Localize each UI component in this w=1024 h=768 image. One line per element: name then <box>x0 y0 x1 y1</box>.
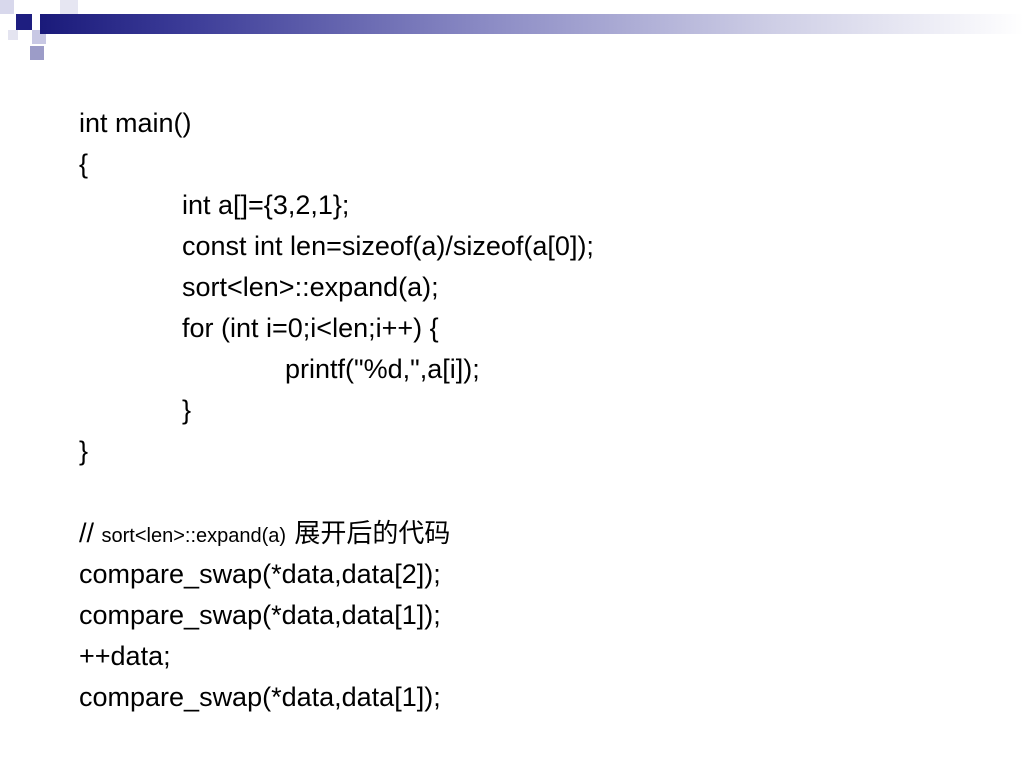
code-line: int a[]={3,2,1}; <box>182 190 350 220</box>
expanded-line: compare_swap(*data,data[1]); <box>79 682 441 712</box>
expanded-line: compare_swap(*data,data[1]); <box>79 600 441 630</box>
comment-prefix: // <box>79 518 102 548</box>
code-line: for (int i=0;i<len;i++) { <box>182 313 439 343</box>
code-line: printf("%d,",a[i]); <box>285 354 480 384</box>
decorative-square <box>30 46 44 60</box>
comment-code: sort<len>::expand(a) <box>101 525 287 547</box>
code-line: } <box>79 436 89 466</box>
comment-note: 展开后的代码 <box>286 519 451 549</box>
decorative-square <box>60 0 78 18</box>
comment-line: // sort<len>::expand(a) 展开后的代码 <box>79 513 999 554</box>
code-line: { <box>79 149 89 179</box>
code-line: const int len=sizeof(a)/sizeof(a[0]); <box>182 231 594 261</box>
code-line: int main() <box>79 108 192 138</box>
decorative-square <box>16 14 32 30</box>
decorative-square <box>8 30 18 40</box>
expanded-line: compare_swap(*data,data[2]); <box>79 559 441 589</box>
code-block: int main() { int a[]={3,2,1}; const int … <box>79 103 999 718</box>
code-line: } <box>182 395 192 425</box>
header-gradient-bar <box>40 14 1024 34</box>
decorative-square <box>0 0 14 14</box>
code-line: sort<len>::expand(a); <box>182 272 439 302</box>
expanded-line: ++data; <box>79 641 171 671</box>
blank-line <box>79 472 999 513</box>
